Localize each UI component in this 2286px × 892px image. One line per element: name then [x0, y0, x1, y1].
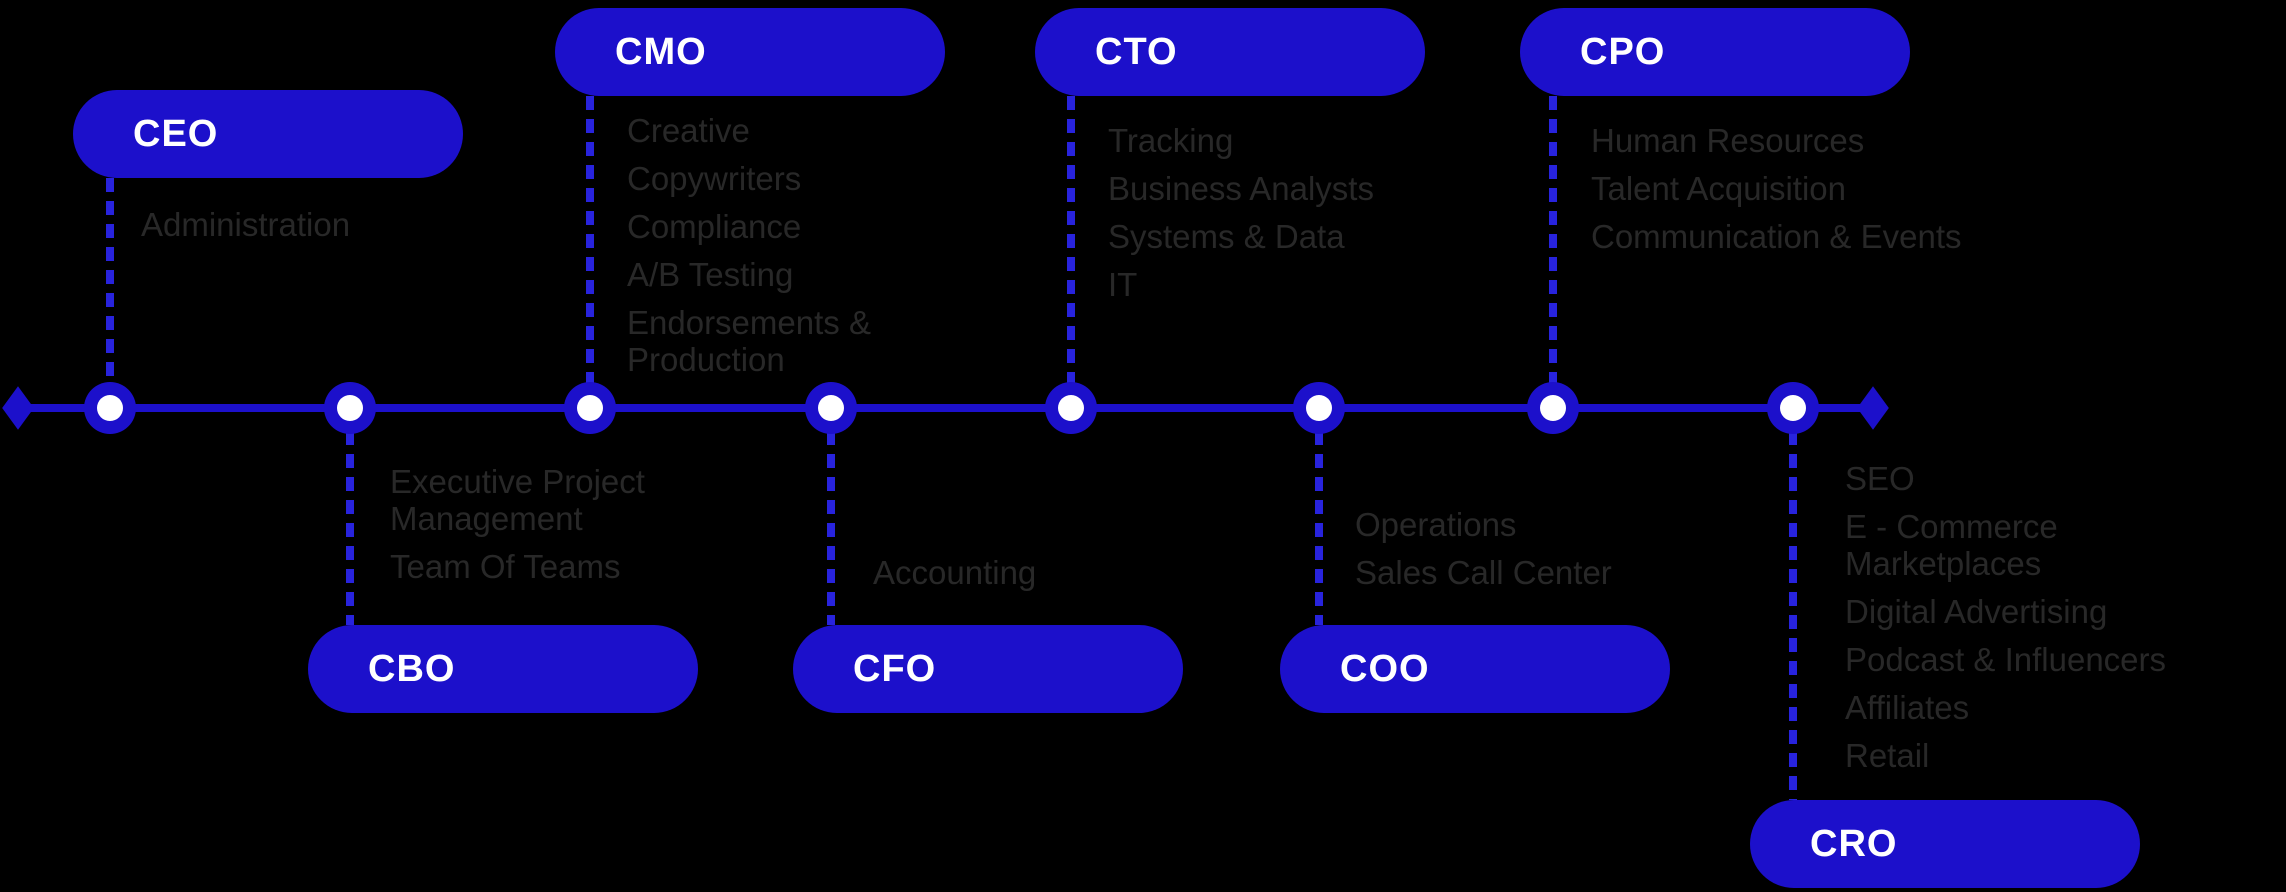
timeline-node-coo: [1293, 382, 1345, 434]
dept-item: IT: [1108, 266, 1138, 303]
dept-item: Talent Acquisition: [1591, 170, 1846, 207]
role-pill-cbo: CBO: [308, 625, 698, 713]
dept-item: E - Commerce Marketplaces: [1845, 508, 2058, 582]
dept-item: Podcast & Influencers: [1845, 641, 2167, 678]
dept-item: Operations: [1355, 506, 1517, 543]
connector-dash-cfo: [827, 408, 835, 625]
role-pill-cfo: CFO: [793, 625, 1183, 713]
dept-item: Team Of Teams: [390, 548, 621, 585]
timeline-node-cfo: [805, 382, 857, 434]
role-pill-cro: CRO: [1750, 800, 2140, 888]
dept-item: Systems & Data: [1108, 218, 1345, 255]
timeline-node-cpo: [1527, 382, 1579, 434]
dept-item: Accounting: [873, 554, 1037, 591]
node-dot: [1780, 395, 1806, 421]
role-pill-label: CTO: [1095, 30, 1178, 73]
timeline-node-cto: [1045, 382, 1097, 434]
timeline-end-diamond-icon: [1857, 386, 1889, 430]
role-pill-label: CMO: [615, 30, 707, 73]
role-pill-cpo: CPO: [1520, 8, 1910, 96]
timeline-start-diamond-icon: [2, 386, 34, 430]
connector-dash-cpo: [1549, 96, 1557, 408]
node-dot: [577, 395, 603, 421]
dept-list-cfo: Accounting: [873, 554, 1303, 602]
connector-dash-cto: [1067, 96, 1075, 408]
dept-item: Communication & Events: [1591, 218, 1962, 255]
dept-item: Endorsements & Production: [627, 304, 871, 378]
node-dot: [1306, 395, 1332, 421]
role-pill-label: CEO: [133, 112, 219, 155]
connector-dash-cmo: [586, 96, 594, 408]
dept-item: Creative: [627, 112, 750, 149]
connector-dash-ceo: [106, 178, 114, 408]
dept-list-cmo: Creative Copywriters Compliance A/B Test…: [627, 112, 1057, 389]
node-dot: [337, 395, 363, 421]
dept-item: SEO: [1845, 460, 1915, 497]
connector-dash-cbo: [346, 408, 354, 625]
dept-item: Human Resources: [1591, 122, 1865, 159]
role-pill-coo: COO: [1280, 625, 1670, 713]
dept-item: Affiliates: [1845, 689, 1970, 726]
role-pill-cto: CTO: [1035, 8, 1425, 96]
dept-item: Executive Project Management: [390, 463, 645, 537]
dept-list-cto: Tracking Business Analysts Systems & Dat…: [1108, 122, 1538, 314]
timeline-node-cbo: [324, 382, 376, 434]
role-pill-label: COO: [1340, 647, 1430, 690]
dept-item: Business Analysts: [1108, 170, 1374, 207]
dept-item: Copywriters: [627, 160, 802, 197]
dept-item: Digital Advertising: [1845, 593, 2108, 630]
timeline-line: [18, 404, 1874, 412]
role-pill-cmo: CMO: [555, 8, 945, 96]
role-pill-label: CFO: [853, 647, 937, 690]
role-pill-label: CBO: [368, 647, 456, 690]
node-dot: [818, 395, 844, 421]
timeline-node-ceo: [84, 382, 136, 434]
dept-list-ceo: Administration: [141, 206, 571, 254]
node-dot: [1540, 395, 1566, 421]
dept-item: Tracking: [1108, 122, 1234, 159]
dept-list-coo: Operations Sales Call Center: [1355, 506, 1785, 602]
timeline-node-cmo: [564, 382, 616, 434]
role-pill-ceo: CEO: [73, 90, 463, 178]
dept-item: Sales Call Center: [1355, 554, 1612, 591]
dept-list-cbo: Executive Project Management Team Of Tea…: [390, 463, 820, 596]
node-dot: [97, 395, 123, 421]
connector-dash-cro: [1789, 408, 1797, 800]
role-pill-label: CPO: [1580, 30, 1666, 73]
role-pill-label: CRO: [1810, 822, 1898, 865]
dept-item: Compliance: [627, 208, 802, 245]
dept-list-cpo: Human Resources Talent Acquisition Commu…: [1591, 122, 2021, 266]
connector-dash-coo: [1315, 408, 1323, 625]
dept-item: A/B Testing: [627, 256, 794, 293]
node-dot: [1058, 395, 1084, 421]
timeline-node-cro: [1767, 382, 1819, 434]
dept-item: Retail: [1845, 737, 1930, 774]
dept-list-cro: SEO E - Commerce Marketplaces Digital Ad…: [1845, 460, 2275, 785]
dept-item: Administration: [141, 206, 351, 243]
